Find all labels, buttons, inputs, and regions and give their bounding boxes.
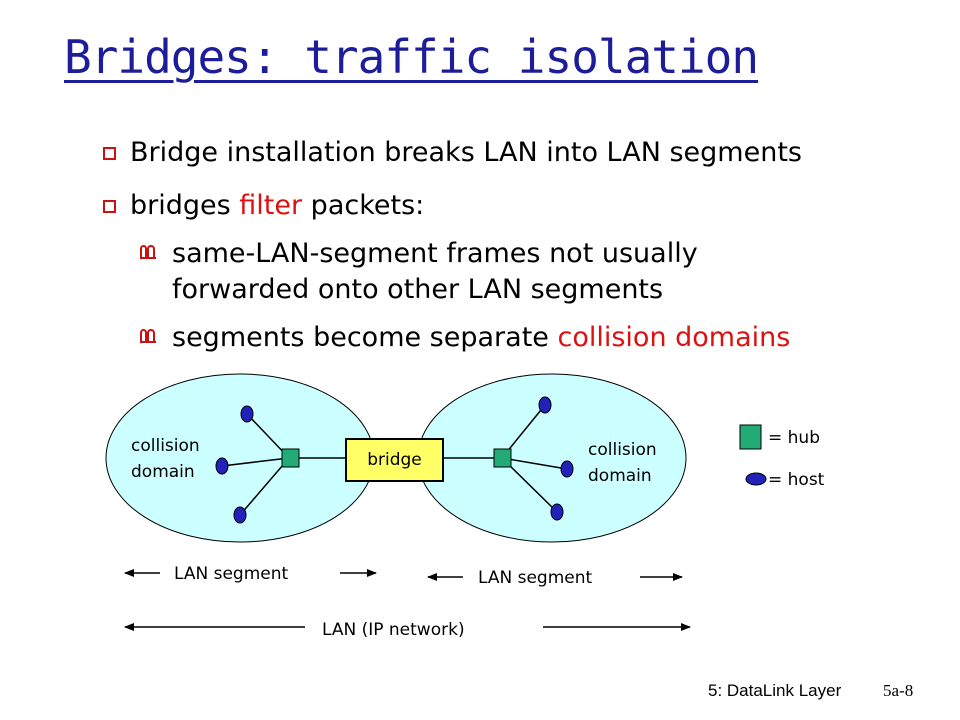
right-domain-label-line-1: collision [588,440,657,460]
lan-ip-network-label: LAN (IP network) [322,620,465,640]
left-domain-label-line-1: collision [131,436,200,456]
sub-bullet-1-line-2: forwarded onto other LAN segments [172,274,664,305]
sub-bullet-marker [140,243,156,259]
link-left-host-bottom [239,457,290,516]
host-icon [233,506,247,524]
host-icon [550,503,564,521]
host-icon [215,457,229,475]
bullet-2-text: bridges filter packets: [130,190,424,222]
footer-chapter: 5: DataLink Layer [708,681,842,700]
bullet-2-before: bridges [130,190,240,221]
bullet-marker [103,147,116,160]
bullet-1-text: Bridge installation breaks LAN into LAN … [130,137,802,168]
right-domain-label-line-2: domain [588,466,652,486]
right-hub-icon [493,448,512,468]
sub-bullet-2-text: segments become separate collision domai… [172,322,790,354]
bridge-label: bridge [367,450,422,470]
host-icon [560,460,574,478]
bullet-marker [103,200,116,213]
legend-hub-icon [739,424,762,450]
host-icon [240,405,254,423]
link-right-host-mid [501,457,568,470]
sub-bullet-2-before: segments become separate [172,322,558,353]
sub-bullet-2-highlight: collision domains [557,322,791,353]
right-lan-segment-label: LAN segment [478,568,593,588]
sub-bullet-1-line-1: same-LAN-segment frames not usually [172,238,698,269]
left-hub-icon [281,448,300,468]
slide-title: Bridges: traffic isolation [64,30,759,84]
link-left-host-mid [221,457,290,467]
left-domain-label-line-2: domain [131,462,195,482]
footer-page-number: 5a-8 [883,681,914,700]
bridge-device: bridge [345,438,444,482]
left-lan-segment-label: LAN segment [174,564,289,584]
legend-host-label: = host [768,470,825,490]
bullet-2-after: packets: [302,190,425,221]
sub-bullet-marker [140,327,156,343]
legend-host-icon [745,472,767,486]
host-icon [538,396,552,414]
bullet-2-highlight: filter [239,190,303,221]
legend-hub-label: = hub [768,428,820,448]
